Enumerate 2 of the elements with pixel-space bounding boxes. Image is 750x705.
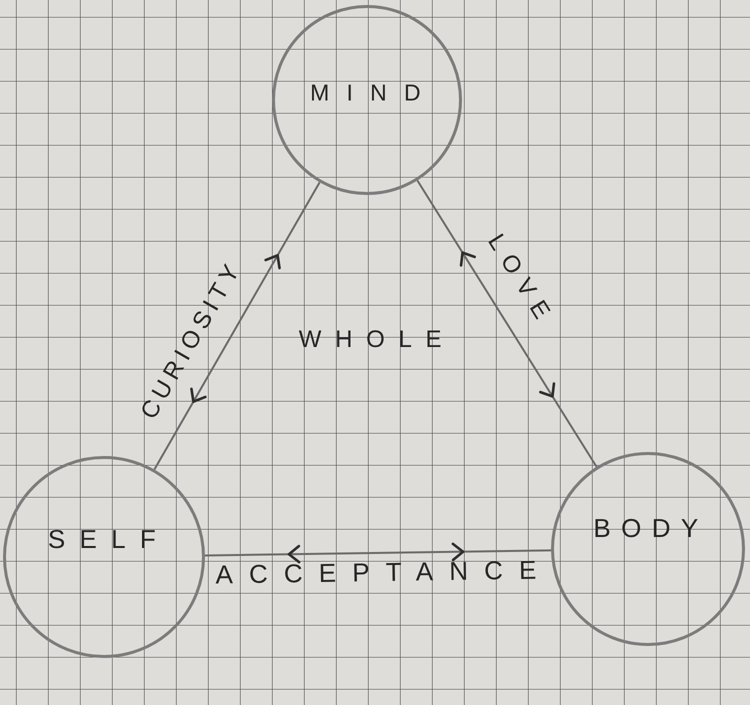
connector-line	[154, 182, 320, 470]
connector-line	[416, 180, 598, 468]
